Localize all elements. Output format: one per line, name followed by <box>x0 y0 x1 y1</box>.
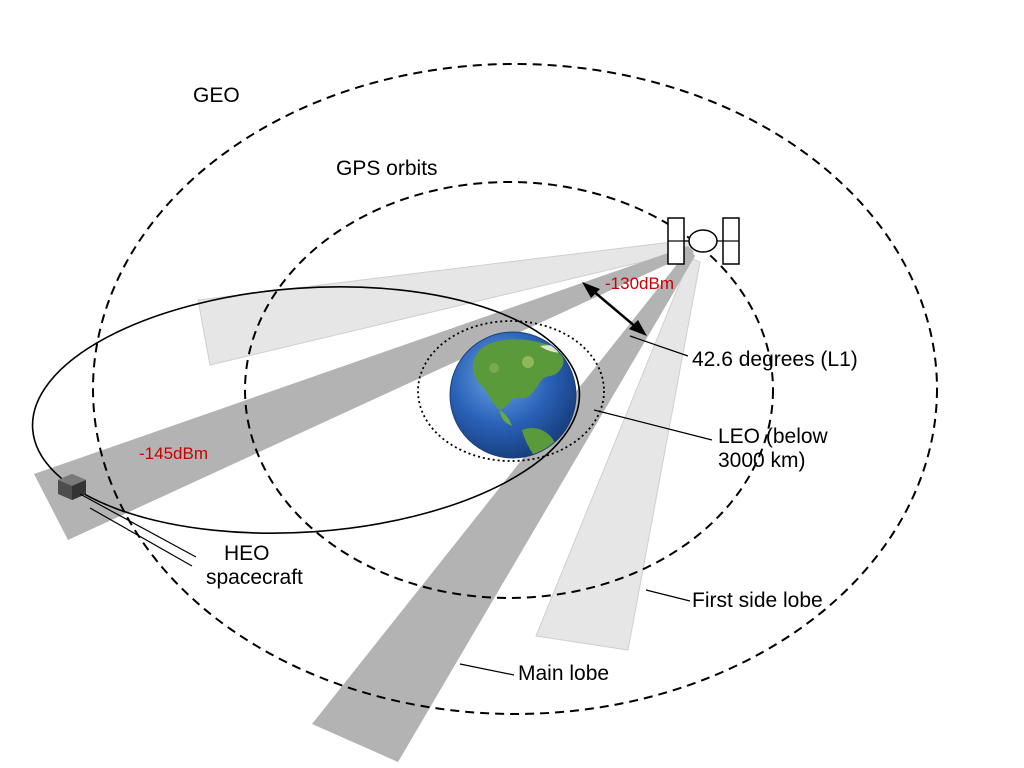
side-lobe-lower <box>535 257 701 651</box>
geo-orbit <box>92 63 938 715</box>
heo-orbit <box>31 286 581 534</box>
heo-label-line1: HEO <box>224 542 270 565</box>
gps-signal-power-label: -130dBm <box>605 274 674 293</box>
leo-label-line2: 3000 km) <box>718 449 806 472</box>
main-lobe-leader-line <box>459 663 515 676</box>
heo-leader-line-2 <box>89 507 193 567</box>
geo-label: GEO <box>193 84 240 107</box>
first-side-lobe-label: First side lobe <box>692 589 823 612</box>
heo-signal-power-label: -145dBm <box>139 444 208 463</box>
heo-label-line2: spacecraft <box>206 566 303 589</box>
angle-label: 42.6 degrees (L1) <box>692 348 858 371</box>
main-lobe-beam <box>34 246 694 540</box>
main-lobe-beam-lower <box>312 248 695 762</box>
angle-arrow <box>582 282 647 336</box>
first-side-lobe-leader-line <box>645 589 691 602</box>
angle-leader-line <box>629 335 689 357</box>
heo-leader-line <box>79 493 197 558</box>
earth-icon <box>449 331 577 459</box>
gps-orbit <box>244 181 774 599</box>
satellite-icon <box>667 217 740 265</box>
leo-orbit <box>417 320 605 462</box>
leo-leader-line <box>593 409 713 441</box>
spacecraft-icon <box>58 474 86 500</box>
leo-label-line1: LEO (below <box>718 425 829 448</box>
main-lobe-label: Main lobe <box>518 662 609 685</box>
gps-orbits-label: GPS orbits <box>336 157 438 180</box>
